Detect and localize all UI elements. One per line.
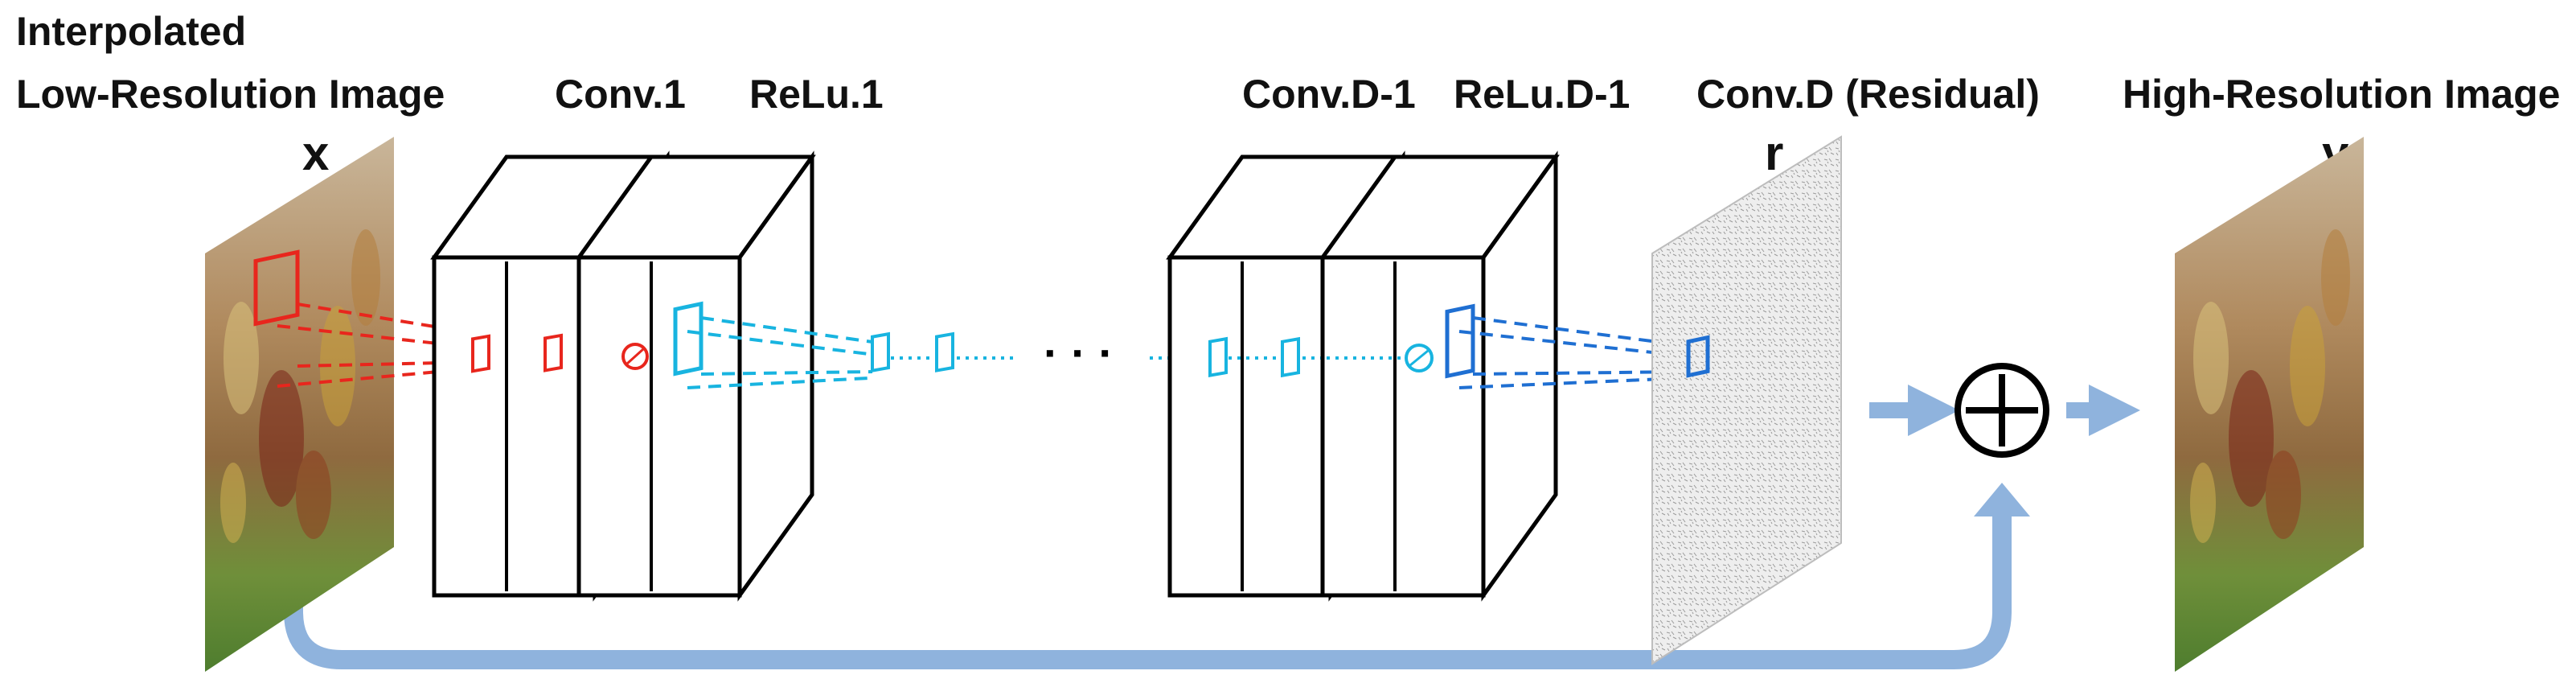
residual-image [1651, 135, 1842, 665]
conv-d1-filter-cyan-b [1281, 336, 1300, 378]
input-variable-x: x [302, 126, 330, 180]
conv-d1-label: Conv.D-1 [1242, 72, 1416, 117]
cyan-receptive-field-lines-1 [687, 316, 873, 389]
relu1-block [575, 150, 816, 602]
conv-d1-filter-cyan-a [1208, 336, 1228, 377]
relu1-label: ReLu.1 [749, 72, 884, 117]
skip-connection-arrowhead [1974, 483, 2030, 516]
input-label-line2: Low-Resolution Image [16, 72, 445, 117]
relu-d1-filter-blue [1445, 303, 1475, 379]
relu1-activation-red [621, 343, 649, 370]
circled-plus-icon [1955, 363, 2049, 458]
conv1-filter-red-a [471, 334, 490, 373]
relu1-filter-cyan [673, 301, 703, 377]
residual-variable-r: r [1765, 126, 1784, 180]
relu1-activation-red-slash [626, 348, 645, 365]
output-image [2175, 137, 2364, 672]
ellipsis: · · · [1044, 327, 1114, 378]
cyan-filter-b [935, 331, 954, 372]
skip-connection-arrow [284, 505, 2012, 669]
relu-d1-label: ReLu.D-1 [1454, 72, 1631, 117]
cyan-filter-a [871, 331, 890, 373]
relu-d1-block [1319, 150, 1560, 602]
conv-d-label: Conv.D (Residual) [1696, 72, 2040, 117]
residual-filter-blue [1686, 335, 1710, 378]
relu-d1-activation-cyan [1405, 344, 1434, 372]
input-label-line1: Interpolated [16, 9, 247, 54]
relu-d1-activation-cyan-slash [1409, 349, 1429, 367]
output-label: High-Resolution Image [2123, 72, 2561, 117]
input-image [205, 137, 394, 672]
conv1-filter-red-b [544, 333, 563, 372]
conv1-label: Conv.1 [555, 72, 686, 117]
